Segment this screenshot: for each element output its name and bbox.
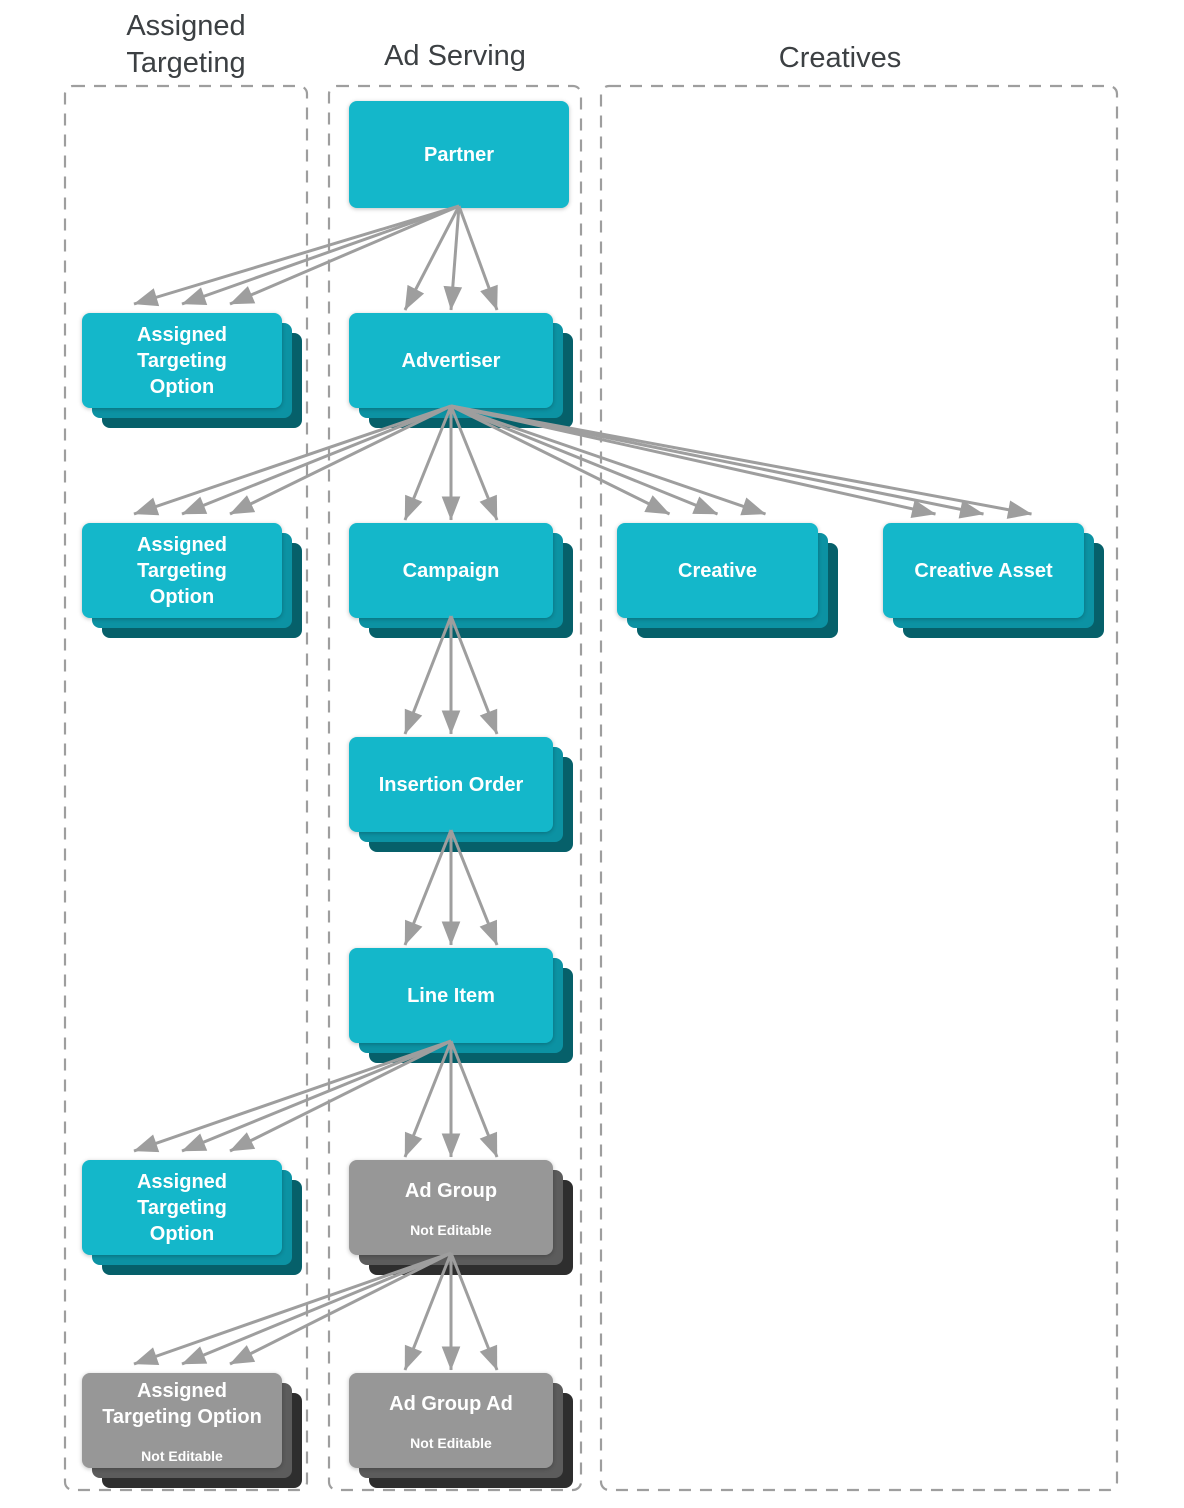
edge-partner-to-ato1-2 [181,204,460,306]
node-label: Creative [678,559,757,582]
edge-partner-to-ato1-3 [229,204,460,306]
edge-partner-to-advertiser-2 [443,205,463,311]
header-creatives: Creatives [778,42,902,74]
node-face: Ad Group Ad Not Editable [349,1373,553,1468]
node-face: Creative Asset [883,523,1084,618]
edge-partner-to-advertiser-3 [457,205,499,311]
node-advertiser: Advertiser [349,313,573,428]
header-ad-serving: Ad Serving [384,40,526,72]
header-assigned-targeting: Assigned Targeting [126,10,246,79]
node-label: Advertiser [401,349,501,372]
node-label: Creative Asset [914,559,1053,582]
node-face: Campaign [349,523,553,618]
node-label: Ad Group [404,1179,498,1202]
node-face: Creative [617,523,818,618]
column-box-creatives [599,84,1119,1492]
node-face: Insertion Order [349,737,553,832]
node-sublabel: Not Editable [410,1434,492,1451]
node-label: Line Item [407,984,495,1007]
node-sublabel: Not Editable [410,1221,492,1238]
node-face: Line Item [349,948,553,1043]
edge-partner-to-advertiser-1 [403,205,461,311]
node-creative-asset: Creative Asset [883,523,1104,638]
node-ad-group-ad: Ad Group Ad Not Editable [349,1373,573,1488]
node-label: Partner [423,143,495,166]
node-partner: Partner [349,101,569,208]
node-creative: Creative [617,523,838,638]
column-box-assigned-targeting [63,84,309,1492]
node-label: Campaign [402,559,500,582]
node-label: Insertion Order [378,773,524,796]
edge-partner-to-ato1-1 [133,204,460,307]
node-label: Ad Group Ad [389,1392,513,1415]
node-face: Partner [349,101,569,208]
node-line-item: Line Item [349,948,573,1063]
node-sublabel: Not Editable [141,1447,223,1464]
node-insertion-order: Insertion Order [349,737,573,852]
node-face: Advertiser [349,313,553,408]
node-campaign: Campaign [349,523,573,638]
